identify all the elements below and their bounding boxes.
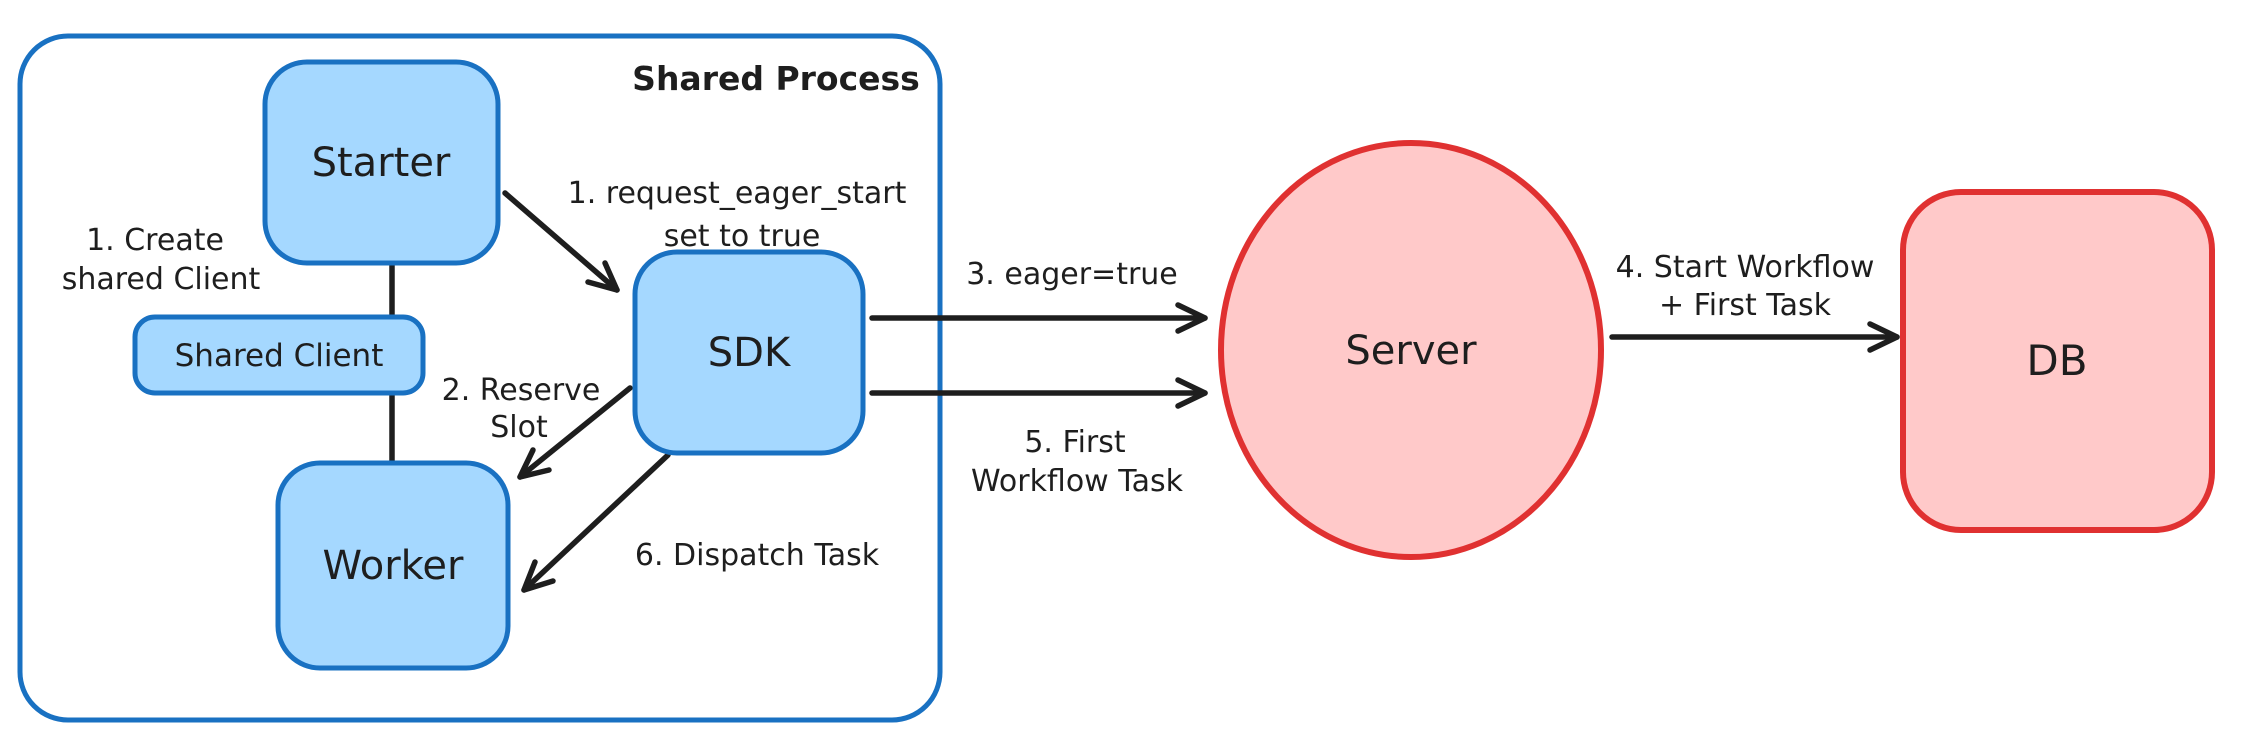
sdk-to-worker-reserve-arrow: [517, 385, 633, 480]
reserve-arrowhead-icon: [517, 447, 552, 480]
sdk-to-worker-dispatch-arrow: [521, 452, 671, 593]
starter-to-sdk-arrow: [502, 190, 620, 293]
worker-node: [275, 460, 511, 671]
annotation-first-workflow-task-line2: Workflow Task: [971, 464, 1184, 499]
dispatch-arrowhead-icon: [521, 559, 556, 593]
worker-label: Worker: [323, 543, 464, 589]
annotation-start-workflow-line2: + First Task: [1659, 288, 1832, 323]
first-task-arrowhead-icon: [1175, 377, 1208, 409]
starter-node: [262, 59, 501, 266]
db-node: [1900, 189, 2215, 533]
annotation-request-eager-start-line1: 1. request_eager_start: [568, 176, 907, 211]
starter-to-sdk-arrowhead-icon: [585, 260, 620, 293]
annotation-eager-true: 3. eager=true: [966, 257, 1178, 292]
annotation-reserve-slot-line2: Slot: [490, 410, 548, 445]
shared-process-container: [17, 33, 943, 723]
server-node: [1218, 140, 1604, 560]
sdk-label: SDK: [708, 330, 792, 376]
annotation-dispatch-task: 6. Dispatch Task: [635, 538, 880, 573]
server-label: Server: [1345, 328, 1477, 374]
db-label: DB: [2026, 336, 2087, 385]
shared-process-title: Shared Process: [632, 59, 920, 98]
eager-arrowhead-icon: [1175, 302, 1208, 334]
server-to-db-arrowhead-icon: [1867, 321, 1900, 353]
shared-client-node: [132, 314, 426, 396]
sdk-node: [632, 249, 866, 456]
annotation-create-shared-client-line1: 1. Create: [86, 223, 224, 258]
annotation-first-workflow-task-line1: 5. First: [1024, 425, 1126, 460]
annotation-request-eager-start-line2: set to true: [664, 219, 821, 254]
annotation-reserve-slot-line1: 2. Reserve: [442, 373, 601, 408]
shared-client-label: Shared Client: [175, 338, 384, 374]
annotation-create-shared-client-line2: shared Client: [62, 262, 261, 297]
starter-label: Starter: [312, 140, 451, 186]
annotation-start-workflow-line1: 4. Start Workflow: [1616, 250, 1875, 285]
